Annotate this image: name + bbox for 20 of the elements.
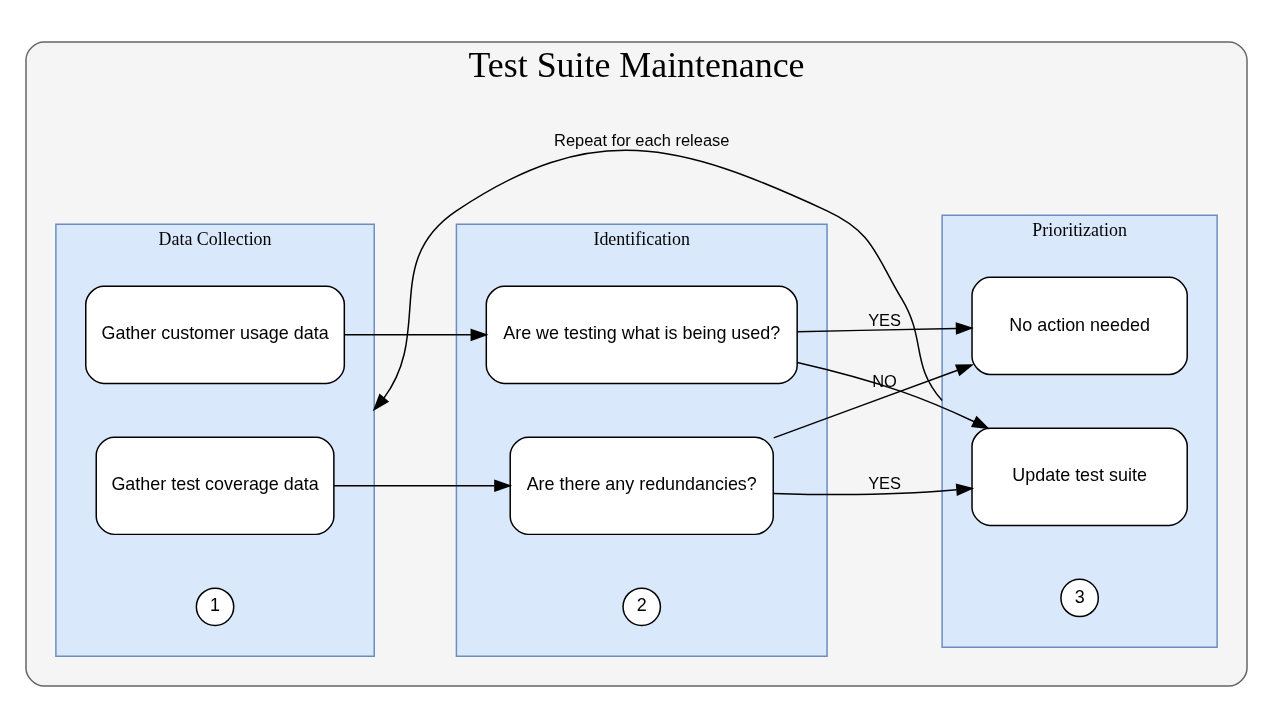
node-box: Are we testing what is being used? [485,285,798,384]
edge-label: Repeat for each release [554,130,730,149]
arrow [796,321,974,335]
node-circle: 2 [622,586,662,626]
arrow [344,328,489,341]
arrow [333,479,513,492]
edge-label: NO [872,371,897,390]
node-box: Are there any redundancies? [509,436,774,535]
node-box: Update test suite [971,427,1188,526]
node-circle: 3 [1060,577,1100,617]
arrow [372,149,943,411]
arrow [796,361,990,429]
edge-label: YES [868,310,902,329]
arrow [772,482,975,496]
node-box: No action needed [971,276,1188,375]
node-box: Gather customer usage data [85,285,346,384]
node-box: Gather test coverage data [95,436,335,535]
arrow [772,363,974,439]
edge-label: YES [868,472,902,491]
node-circle: 1 [195,586,235,626]
